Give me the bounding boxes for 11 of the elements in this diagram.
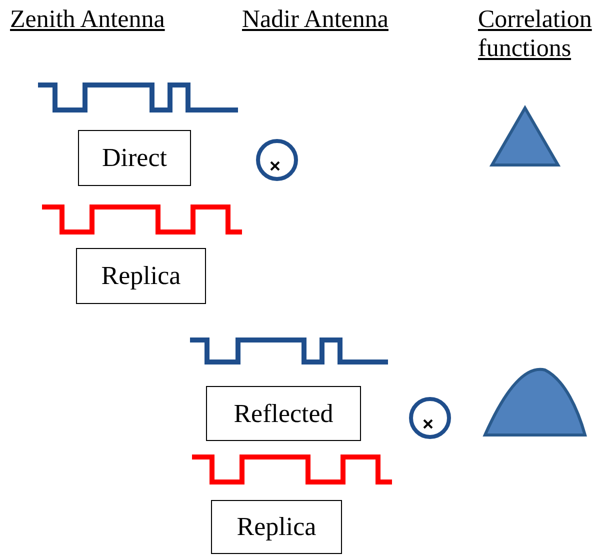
- box-label: Replica: [101, 261, 181, 291]
- column-heading: Nadir Antenna: [242, 5, 388, 34]
- box-label: Direct: [102, 143, 167, 173]
- column-heading: Zenith Antenna: [10, 5, 165, 34]
- signal-box: [211, 500, 342, 554]
- box-label: Replica: [236, 512, 316, 542]
- box-label: Reflected: [234, 398, 334, 428]
- column-heading: Correlation functions: [478, 5, 593, 63]
- signal-box: [78, 130, 191, 186]
- signal-box: [206, 386, 361, 441]
- signal-box: [76, 248, 206, 304]
